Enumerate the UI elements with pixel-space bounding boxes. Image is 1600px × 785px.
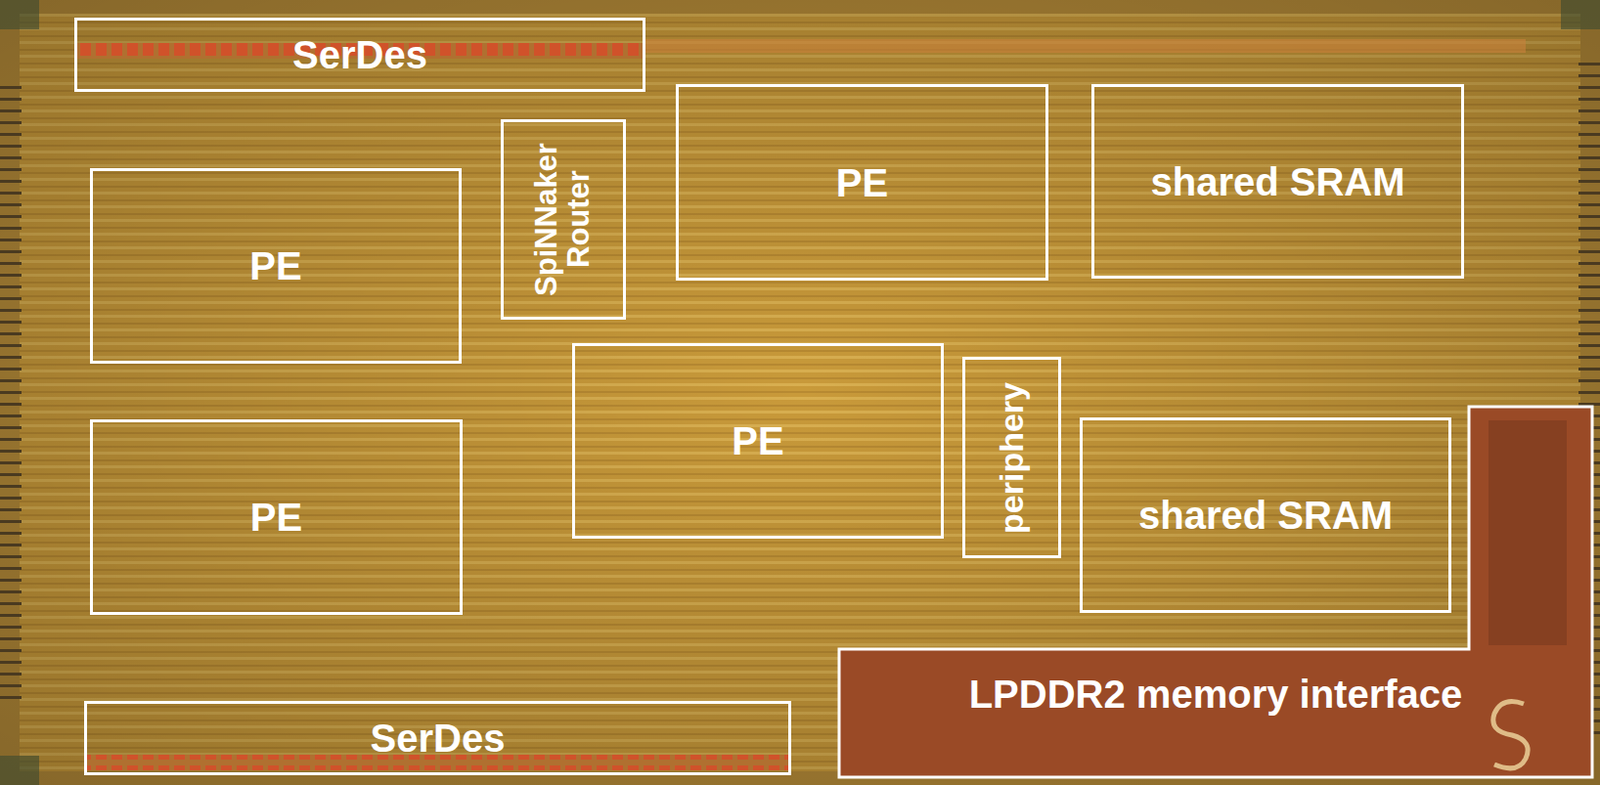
block-label: PE bbox=[249, 245, 302, 287]
chip-block: LPDDR2 memory interface bbox=[839, 649, 1593, 778]
block-label: periphery bbox=[994, 382, 1030, 534]
chip-block: periphery bbox=[962, 356, 1062, 559]
chip-block: SpiNNaker Router bbox=[500, 119, 626, 320]
chip-block: PE bbox=[89, 168, 462, 364]
block-label: shared SRAM bbox=[1150, 161, 1405, 203]
block-label: PE bbox=[731, 420, 784, 462]
chip-block: SerDes bbox=[74, 17, 646, 92]
chip-block: shared SRAM bbox=[1091, 84, 1465, 279]
chip-block: shared SRAM bbox=[1079, 417, 1452, 614]
block-label: shared SRAM bbox=[1138, 494, 1393, 536]
block-label: SpiNNaker Router bbox=[531, 122, 595, 317]
l-outline bbox=[839, 406, 1593, 778]
block-label: SerDes bbox=[370, 717, 506, 759]
chip-block: PE bbox=[675, 84, 1049, 281]
block-label: PE bbox=[250, 496, 303, 538]
block-label: LPDDR2 memory interface bbox=[969, 673, 1464, 755]
chip-block: PE bbox=[89, 419, 463, 616]
chip-block: PE bbox=[572, 343, 944, 539]
chip-block: SerDes bbox=[84, 701, 792, 776]
block-label: PE bbox=[836, 162, 889, 204]
block-label: SerDes bbox=[292, 34, 428, 76]
